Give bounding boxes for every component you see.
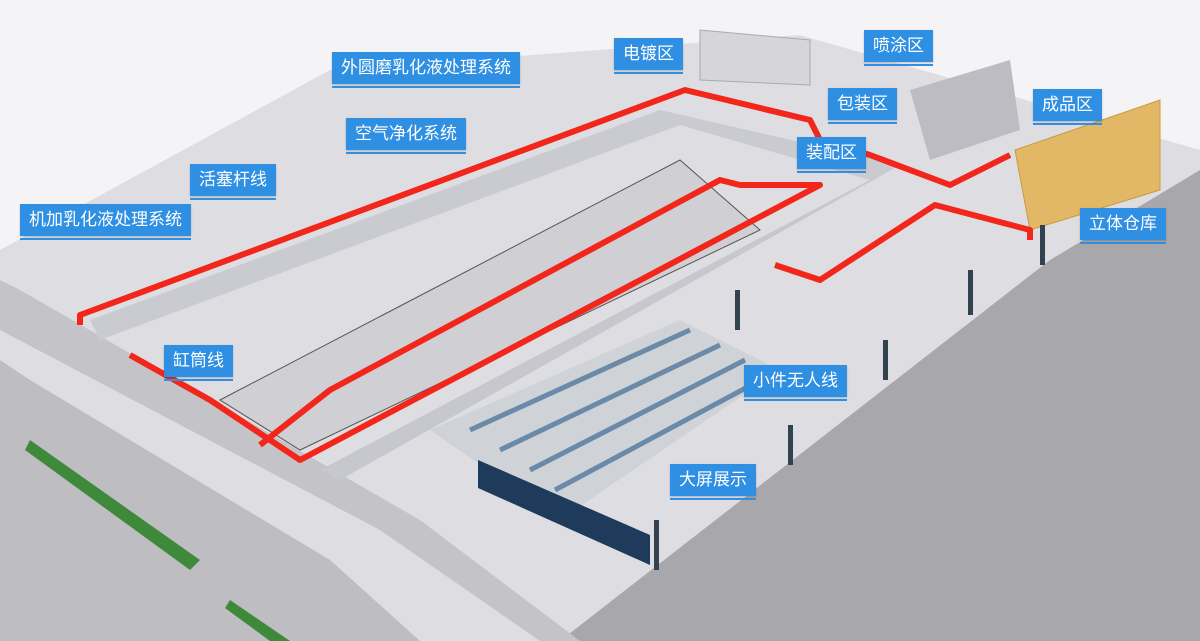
label-assembly-area: 装配区	[797, 137, 866, 173]
building-wall-lower	[0, 360, 420, 641]
machine-rows	[468, 327, 772, 493]
logistics-route	[77, 87, 1012, 325]
factory-floor	[0, 35, 1200, 641]
label-small-parts-unmanned-line: 小件无人线	[744, 365, 847, 401]
logistics-route-2	[128, 177, 823, 463]
label-piston-rod-line: 活塞杆线	[190, 164, 276, 200]
corridor-south	[320, 165, 900, 480]
big-screen	[478, 460, 650, 565]
label-waiyuanmo-emulsion-system: 外圆磨乳化液处理系统	[332, 52, 520, 88]
paint-booths	[910, 60, 1020, 160]
lawn-strip-2	[225, 600, 290, 641]
label-packaging-area: 包装区	[828, 88, 897, 124]
plating-building	[699, 29, 811, 86]
label-electroplating-area: 电镀区	[614, 38, 683, 74]
machine-area	[430, 320, 780, 520]
label-big-screen-display: 大屏展示	[670, 464, 756, 500]
label-spray-area: 喷涂区	[864, 30, 933, 66]
warehouse-racks	[1014, 99, 1161, 231]
building-wall-left	[0, 280, 580, 641]
pillars	[654, 225, 1045, 570]
label-3d-warehouse: 立体仓库	[1080, 208, 1166, 244]
logistics-route-3	[774, 202, 1033, 283]
label-machining-emulsion-system: 机加乳化液处理系统	[20, 204, 191, 240]
label-air-purification-system: 空气净化系统	[346, 118, 466, 154]
label-finished-goods-area: 成品区	[1033, 89, 1102, 125]
label-cylinder-line: 缸筒线	[164, 345, 233, 381]
corridor-north	[90, 110, 680, 340]
lawn-strip	[25, 440, 200, 570]
